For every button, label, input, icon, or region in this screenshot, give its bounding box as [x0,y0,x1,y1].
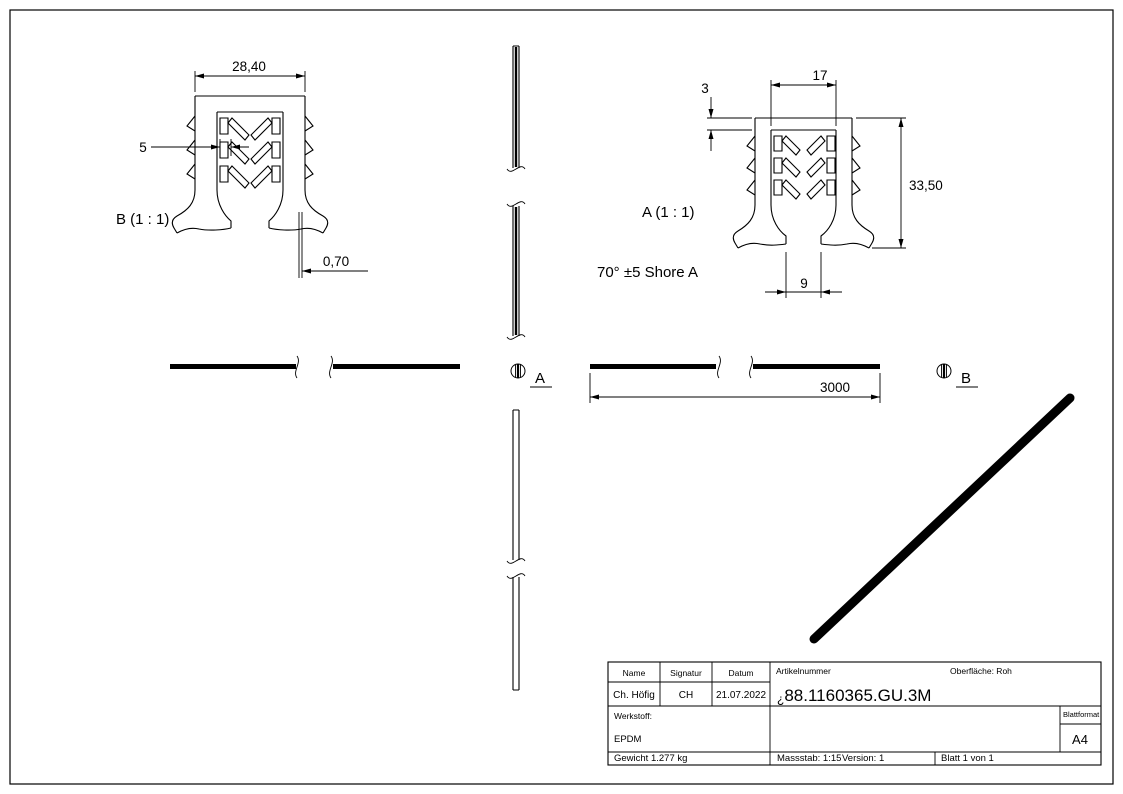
side-view-bottom-break-marks [506,558,526,579]
shore-hardness-note: 70° ±5 Shore A [597,264,698,281]
bar-left-break-marks [295,355,333,379]
tb-sheet: Blatt 1 von 1 [941,753,994,764]
detail-view-b: 28,40 5 0,70 B (1 : 1) [116,59,368,278]
tb-material-label: Werkstoff: [614,711,652,721]
profile-a-grip-barbs [781,135,826,200]
dim-a-top-arrows [708,109,714,139]
dim-length-3000: 3000 [589,373,881,403]
side-view-top-break-marks [506,166,526,340]
profile-a-rib-slots [773,135,836,196]
tb-article-number-prefix: ¿ [777,692,784,706]
profile-isometric-view [809,393,1075,644]
dim-a-top-lines [707,97,752,151]
dim-a-opening-text: 9 [800,276,808,291]
profile-length-view-right [590,355,880,379]
dim-a-opening-lines [765,252,842,298]
tb-header-signatur: Signatur [670,668,702,678]
title-block: Name Signatur Datum Artikelnummer Oberfl… [607,661,1102,766]
tb-scale: Massstab: 1:15 [777,753,841,764]
dim-b-slot-arrows [211,144,240,150]
dim-a-inner-width-text: 17 [812,68,827,83]
tb-article-number-value: 88.1160365.GU.3M [784,686,931,705]
detail-callout-a: A [510,363,552,388]
dim-a-inner-width-lines [770,80,837,126]
profile-side-view-bottom [506,409,526,691]
title-block-gridlines [608,662,1101,765]
dim-a-height: 33,50 [856,117,943,249]
title-block-border [607,661,1102,766]
tb-header-datum: Datum [728,668,753,678]
callout-a-letter: A [535,370,545,387]
tb-header-name: Name [623,668,646,678]
tb-value-signatur: CH [679,690,693,701]
dim-b-slot: 5 [139,139,249,156]
bar-segment-right-2 [753,364,880,369]
callout-b-letter: B [961,370,971,387]
dim-b-width-lines [194,71,306,92]
side-view-top-edges [512,45,520,336]
profile-b-serrations [186,115,314,180]
profile-length-view-left [170,355,460,379]
tb-article-number: ¿88.1160365.GU.3M [777,686,931,706]
bar-segment-right-1 [590,364,716,369]
tb-surface-finish: Oberfläche: Roh [950,666,1012,676]
tb-value-name: Ch. Höfig [613,690,655,701]
tb-weight: Gewicht 1.277 kg [614,753,687,764]
drawing-frame [9,9,1114,785]
callout-b-profile-stub [941,365,947,377]
dim-b-slot-text: 5 [139,140,147,155]
detail-b-label: B (1 : 1) [116,211,169,228]
dim-a-height-text: 33,50 [909,178,943,193]
dim-a-opening: 9 [765,252,842,298]
callout-a-profile-stub [515,365,521,377]
dim-b-gap-lines [298,212,368,278]
dim-a-inner-width: 17 [770,68,837,126]
dim-b-gap: 0,70 [298,212,368,278]
tb-version: Version: 1 [842,753,884,764]
tb-sheet-format-value: A4 [1072,732,1088,747]
profile-b-rib-slots [219,117,281,183]
profile-b-feet [171,189,329,234]
side-view-bottom-edges [512,409,520,691]
dim-a-top-text: 3 [701,81,709,96]
tb-material-value: EPDM [614,734,642,745]
detail-a-label: A (1 : 1) [642,204,695,221]
profile-b-outline [194,95,306,190]
profile-a-outline [754,117,853,205]
detail-view-a: 3 17 33,50 9 A (1 : 1) 70° ±5 Shore A [597,68,943,298]
profile-a-serrations [746,135,861,196]
dim-b-gap-arrow [302,268,311,274]
bar-right-break-marks [717,355,753,379]
profile-side-view-top [506,45,526,340]
dim-length-text: 3000 [820,380,850,395]
dim-a-top-thickness: 3 [701,81,752,151]
dim-b-gap-text: 0,70 [323,254,349,269]
tb-sheet-format-label: Blattformat [1063,710,1100,719]
bar-segment-left-2 [333,364,460,369]
profile-a-feet [732,204,875,249]
dim-b-width-text: 28,40 [232,59,266,74]
dim-length-lines [589,373,881,403]
detail-callout-b: B [936,363,978,388]
profile-b-grip-barbs [227,117,273,189]
dim-a-height-lines [856,117,906,249]
dim-b-width: 28,40 [194,59,306,92]
dim-b-slot-lines [151,139,249,156]
tb-header-artikelnummer: Artikelnummer [776,666,831,676]
bar-segment-left-1 [170,364,296,369]
tb-value-datum: 21.07.2022 [716,690,766,701]
